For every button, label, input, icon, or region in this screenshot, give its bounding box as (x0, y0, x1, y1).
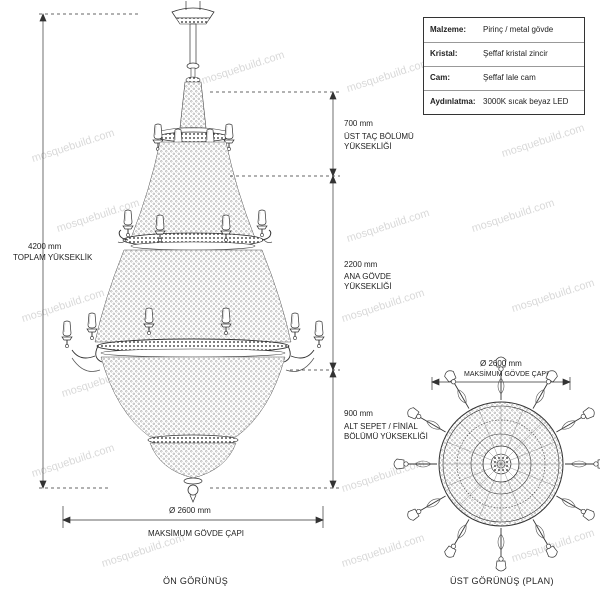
spec-label: Aydınlatma: (430, 97, 476, 106)
spec-value: Pirinç / metal gövde (483, 25, 554, 34)
spec-row: Cam: Şeffaf lale cam (424, 66, 584, 90)
body-height-label: ANA GÖVDE (344, 272, 392, 281)
basket-height-label: BÖLÜMÜ YÜKSEKLİĞİ (344, 432, 428, 441)
dimension-lines (39, 13, 571, 528)
total-height-label: TOPLAM YÜKSEKLİK (13, 253, 93, 262)
front-view-caption: ÖN GÖRÜNÜŞ (163, 576, 229, 586)
spec-label: Malzeme: (430, 25, 467, 34)
basket-height-label: ALT SEPET / FİNİAL (344, 422, 418, 431)
spec-value: Şeffaf lale cam (483, 73, 536, 82)
crown-height-label: ÜST TAÇ BÖLÜMÜ (344, 132, 414, 141)
plan-width-value: Ø 2600 mm (480, 359, 522, 368)
body-height-value: 2200 mm (344, 260, 378, 269)
total-height-value: 4200 mm (28, 242, 62, 251)
spec-row: Kristal: Şeffaf kristal zincir (424, 42, 584, 66)
crown-height-label: YÜKSEKLİĞİ (344, 142, 392, 151)
chandelier-plan-view (393, 356, 600, 572)
spec-divider (424, 42, 584, 43)
spec-label: Kristal: (430, 49, 458, 58)
plan-width-label: MAKSİMUM GÖVDE ÇAPI (464, 371, 549, 378)
plan-view-caption: ÜST GÖRÜNÜŞ (PLAN) (450, 576, 554, 586)
spec-divider (424, 90, 584, 91)
crown-height-value: 700 mm (344, 119, 373, 128)
body-height-label: YÜKSEKLİĞİ (344, 282, 392, 291)
front-width-label: MAKSİMUM GÖVDE ÇAPI (148, 529, 245, 538)
spec-divider (424, 66, 584, 67)
chandelier-front-view (61, 1, 325, 503)
spec-value: 3000K sıcak beyaz LED (483, 97, 569, 106)
spec-table: Malzeme: Pirinç / metal gövde Kristal: Ş… (423, 17, 585, 115)
front-width-value: Ø 2600 mm (169, 506, 211, 515)
spec-value: Şeffaf kristal zincir (483, 49, 548, 58)
basket-height-value: 900 mm (344, 409, 373, 418)
spec-row: Aydınlatma: 3000K sıcak beyaz LED (424, 90, 584, 114)
spec-label: Cam: (430, 73, 451, 82)
spec-row: Malzeme: Pirinç / metal gövde (424, 18, 584, 42)
